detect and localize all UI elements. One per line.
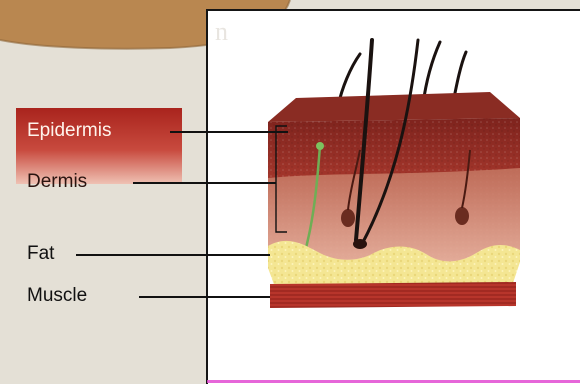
muscle-leader-line: [139, 296, 270, 298]
dermis-leader-line: [133, 182, 276, 184]
muscle-layer: [270, 282, 516, 308]
dermis-label: Dermis: [27, 171, 87, 193]
fat-leader-line: [76, 254, 270, 256]
muscle-label: Muscle: [27, 285, 87, 307]
svg-text:n: n: [215, 17, 228, 46]
fat-label: Fat: [27, 243, 54, 265]
epidermis-label: Epidermis: [27, 120, 111, 142]
epidermis-leader-line: [170, 131, 288, 133]
